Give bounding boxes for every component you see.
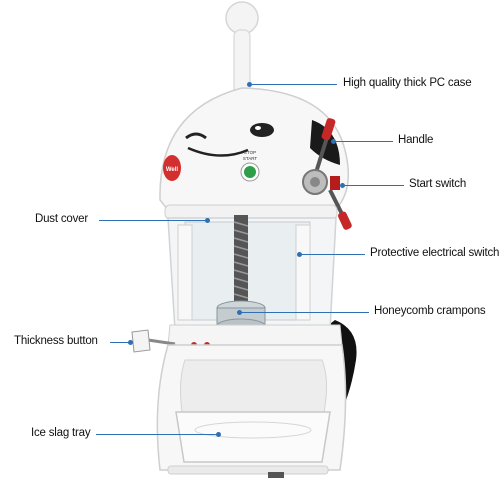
callout-line-pc-case [251,84,337,85]
mid-ledge [167,324,343,346]
callout-label-start-switch: Start switch [409,178,467,190]
callout-dot-ice-tray [216,432,221,437]
thickness-knob [131,329,151,353]
handle-grip [321,118,336,141]
inner-frame-left [177,224,193,321]
thickness-shaft [147,338,176,346]
top-knob [225,1,259,35]
callout-label-dust-cover: Dust cover [35,213,88,225]
callout-line-dust-cover [99,220,207,221]
face-smile [187,146,249,157]
start-switch-block [330,176,340,190]
callout-dot-protective-switch [297,252,302,257]
callout-line-protective-switch [301,254,365,255]
face-eye-right-shine [255,126,261,130]
head-dome [159,87,350,211]
callout-label-pc-case: High quality thick PC case [343,77,472,89]
face-eye-left [185,132,207,140]
start-button [244,166,256,178]
brand-badge-shape [163,155,181,181]
brand-badge-text: Well [166,167,179,173]
callout-dot-honeycomb [237,310,242,315]
callout-line-honeycomb [241,312,369,313]
face-eye-right [250,123,274,137]
callout-dot-handle [331,139,336,144]
screw-threads [233,221,249,299]
callout-line-ice-tray [96,434,218,435]
stop-label: STOP [244,150,256,155]
inner-frame-right [295,224,311,321]
callout-label-thickness-button: Thickness button [14,335,98,347]
callout-dot-thickness-button [128,340,133,345]
ice-tray-rim [194,421,312,439]
tray-opening [180,359,328,413]
callout-label-ice-tray: Ice slag tray [31,427,91,439]
base-foot-right [268,472,284,478]
callout-dot-pc-case [247,82,252,87]
handle-pivot-center [310,177,320,187]
callout-label-protective-switch: Protective electrical switch [370,247,500,259]
callout-label-honeycomb: Honeycomb crampons [374,305,486,317]
base-foot-left [167,465,329,475]
callout-line-start-switch [344,185,404,186]
callout-line-thickness-button [110,342,132,343]
callout-dot-dust-cover [205,218,210,223]
upper-band [164,204,338,220]
callout-line-handle [335,141,393,142]
handle-grip-lower [337,211,352,230]
callout-dot-start-switch [340,183,345,188]
callout-label-handle: Handle [398,134,434,146]
ice-tray [175,411,331,463]
start-label: START [243,156,258,161]
screw-spindle [234,215,248,307]
